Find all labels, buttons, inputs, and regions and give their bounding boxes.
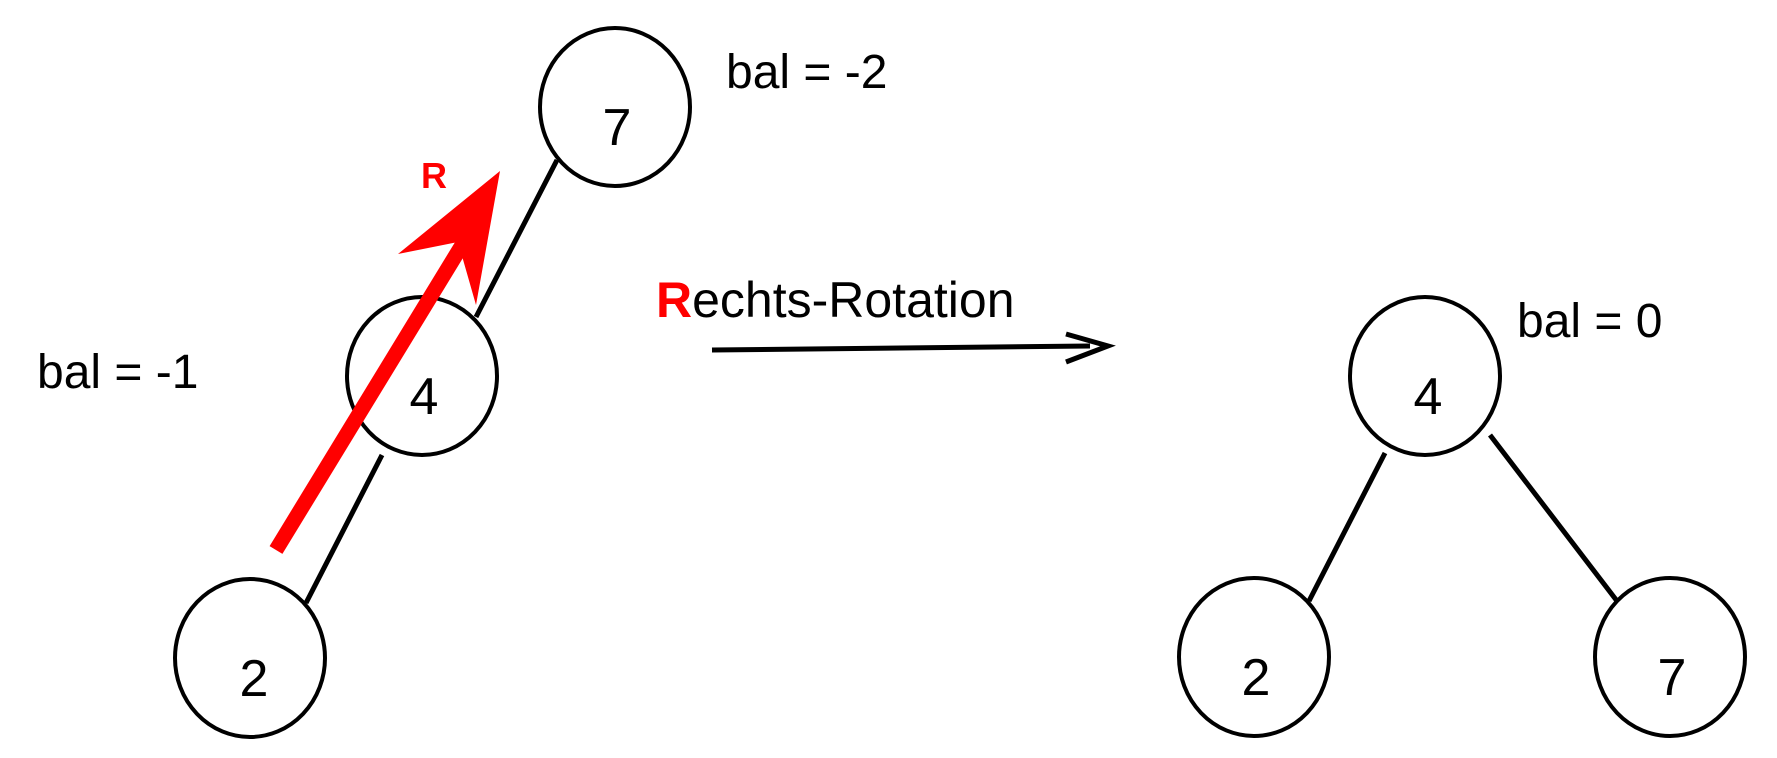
node-2-after: 2 — [1177, 576, 1331, 738]
node-7: 7 — [538, 26, 692, 188]
rotation-arrow: R — [269, 155, 500, 554]
bal-label-middle-before: bal = -1 — [37, 346, 198, 399]
node-2-label: 2 — [240, 650, 269, 708]
edge-4-2 — [303, 453, 385, 605]
node-4-after-label: 4 — [1414, 368, 1443, 426]
edge-7-4 — [473, 158, 560, 319]
after-tree: 4 2 7 bal = 0 — [1177, 295, 1747, 738]
transition: Rechts-Rotation — [656, 272, 1116, 365]
node-4-label: 4 — [410, 368, 439, 426]
node-4-after: 4 — [1348, 295, 1502, 457]
transition-label-initial: R — [656, 272, 692, 328]
node-7-after-label: 7 — [1658, 649, 1687, 707]
node-2-after-label: 2 — [1242, 649, 1271, 707]
node-7-label: 7 — [603, 99, 632, 157]
node-4: 4 — [345, 295, 499, 457]
rotation-arrow-shaft — [269, 228, 477, 554]
rotation-arrow-label: R — [421, 155, 447, 196]
node-2: 2 — [173, 577, 327, 739]
transition-arrow — [711, 331, 1116, 365]
node-7-after: 7 — [1593, 576, 1747, 738]
rotation-arrow-head — [398, 171, 500, 305]
edge-4-7-after — [1488, 433, 1619, 603]
bal-label-root-before: bal = -2 — [726, 46, 887, 99]
transition-label: Rechts-Rotation — [656, 272, 1015, 328]
bal-label-root-after: bal = 0 — [1517, 295, 1662, 348]
transition-arrow-head — [1065, 331, 1116, 365]
before-tree: 7 4 2 R bal = -2 bal = -1 — [37, 26, 887, 739]
transition-arrow-shaft — [711, 343, 1091, 353]
transition-label-rest: echts-Rotation — [692, 272, 1014, 328]
edge-4-2-after — [1306, 451, 1388, 603]
